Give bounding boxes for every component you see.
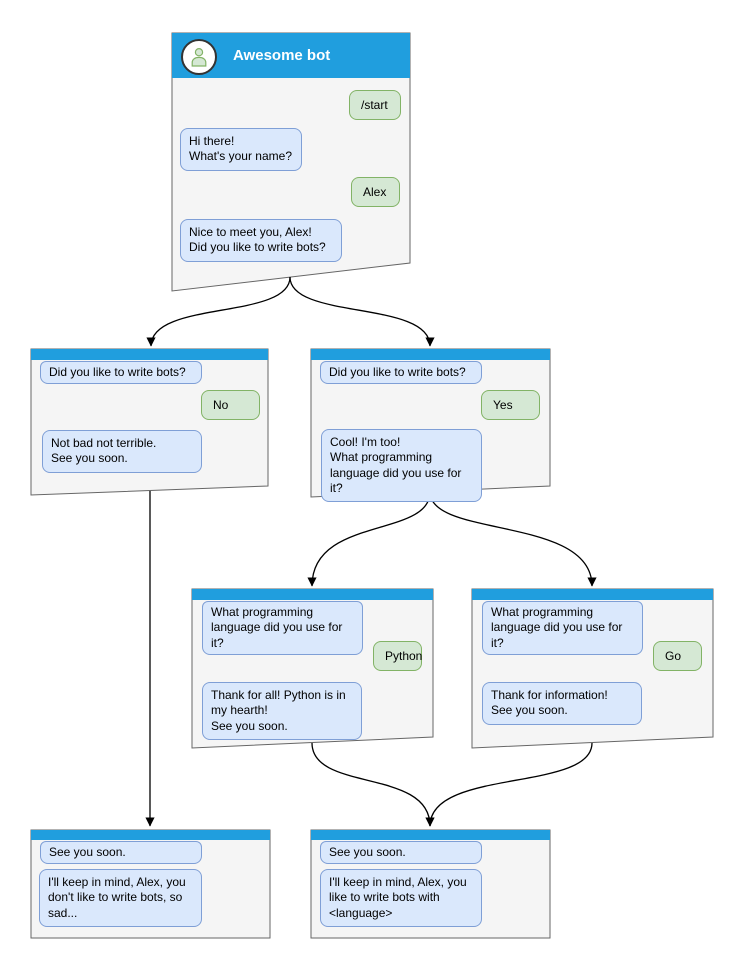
bot-message: Thank for information! See you soon. bbox=[482, 682, 642, 725]
bot-message: See you soon. bbox=[40, 841, 202, 865]
connector-yes-to-go bbox=[429, 491, 597, 587]
user-message: Yes bbox=[481, 390, 540, 420]
bot-message: Cool! I'm too! What programming language… bbox=[321, 429, 482, 503]
chat-window-yes: Did you like to write bots? Yes Cool! I'… bbox=[311, 349, 550, 503]
bot-message: Nice to meet you, Alex! Did you like to … bbox=[180, 219, 342, 262]
person-icon bbox=[191, 47, 207, 67]
bot-message: Did you like to write bots? bbox=[320, 361, 482, 385]
user-message: /start bbox=[349, 90, 401, 120]
chat-window-end-yes: See you soon. I'll keep in mind, Alex, y… bbox=[311, 830, 550, 938]
bot-message: What programming language did you use fo… bbox=[482, 601, 643, 656]
chat-header bbox=[31, 349, 268, 360]
bot-message: I'll keep in mind, Alex, you don't like … bbox=[39, 869, 202, 928]
bot-message: Did you like to write bots? bbox=[40, 361, 202, 385]
connector-root-to-no bbox=[146, 276, 291, 347]
connector-python-to-end bbox=[311, 742, 435, 827]
chat-title: Awesome bot bbox=[233, 47, 331, 64]
connector-root-to-yes bbox=[289, 276, 435, 347]
bot-avatar bbox=[181, 39, 217, 75]
chat-header bbox=[311, 349, 550, 360]
user-message: No bbox=[201, 390, 260, 420]
connector-go-to-end bbox=[425, 742, 593, 827]
chat-window-python: What programming language did you use fo… bbox=[192, 589, 433, 748]
user-message: Alex bbox=[351, 177, 400, 207]
bot-message: What programming language did you use fo… bbox=[202, 601, 363, 656]
chat-window-root: Awesome bot /start Hi there! What's your… bbox=[172, 33, 410, 291]
chat-header: Awesome bot bbox=[172, 33, 410, 78]
bot-message: See you soon. bbox=[320, 841, 482, 865]
chat-header bbox=[311, 830, 550, 840]
user-message: Go bbox=[653, 641, 702, 671]
user-message: Python bbox=[373, 641, 422, 671]
bot-message: Not bad not terrible. See you soon. bbox=[42, 430, 202, 473]
bot-message: Hi there! What's your name? bbox=[180, 128, 302, 171]
chat-header bbox=[31, 830, 270, 840]
connector-yes-to-python bbox=[307, 491, 431, 587]
chat-header bbox=[472, 589, 713, 600]
bot-message: Thank for all! Python is in my hearth! S… bbox=[202, 682, 362, 741]
chat-header bbox=[192, 589, 433, 600]
chat-window-no: Did you like to write bots? No Not bad n… bbox=[31, 349, 268, 495]
chat-window-end-no: See you soon. I'll keep in mind, Alex, y… bbox=[31, 830, 270, 938]
bot-message: I'll keep in mind, Alex, you like to wri… bbox=[320, 869, 482, 928]
chat-window-go: What programming language did you use fo… bbox=[472, 589, 713, 748]
